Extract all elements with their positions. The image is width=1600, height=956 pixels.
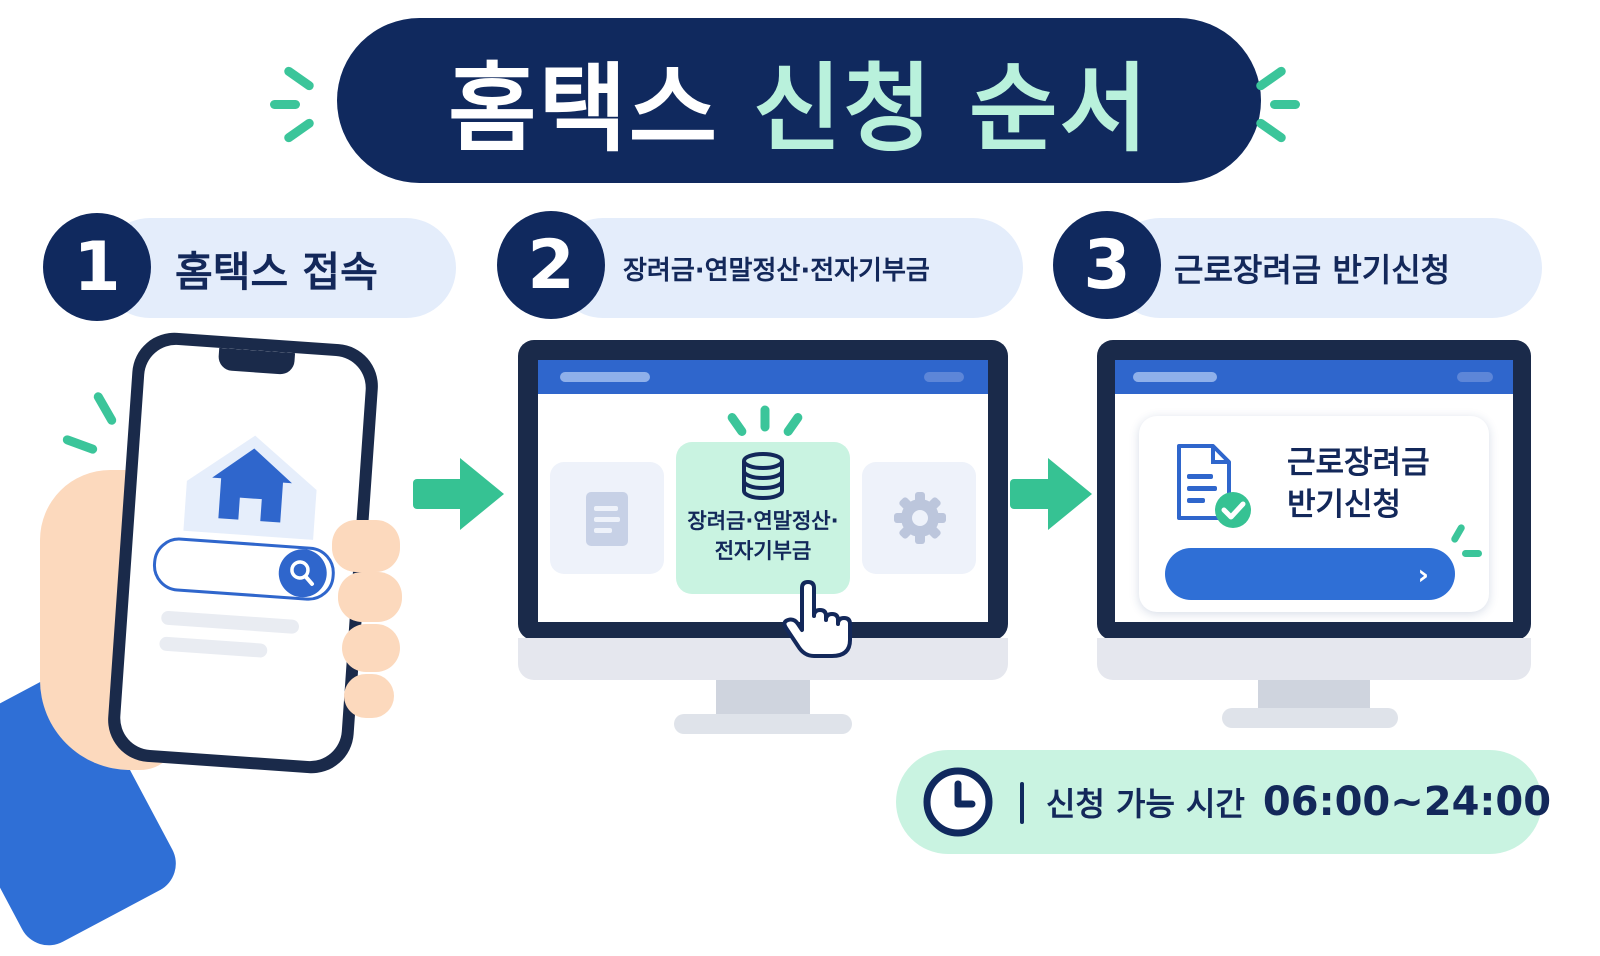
step-1-number-badge: 1 [43, 213, 151, 321]
chevron-right-icon: › [1417, 557, 1429, 591]
step-3-header: 근로장려금 반기신청 [1110, 218, 1542, 318]
search-button[interactable] [277, 547, 329, 599]
apply-button[interactable]: › [1165, 548, 1455, 600]
finger [344, 674, 394, 718]
menu-tile-label-line1: 장려금·연말정산· [687, 509, 839, 533]
monitor-base [674, 714, 852, 734]
phone-screen [118, 342, 368, 764]
monitor-screen: 근로장려금 반기신청 › [1115, 360, 1513, 622]
menu-tile-incentive[interactable]: 장려금·연말정산· 전자기부금 [676, 442, 850, 594]
application-hours-badge: 신청 가능 시간 06:00~24:00 [896, 750, 1551, 854]
hours-text: 신청 가능 시간 06:00~24:00 [1046, 750, 1551, 854]
window-titlebar [538, 360, 988, 394]
step-2-number-badge: 2 [497, 211, 605, 319]
document-icon [586, 492, 628, 546]
menu-tile-document[interactable] [550, 462, 664, 574]
placeholder-line [159, 636, 268, 658]
divider [1020, 782, 1024, 824]
monitor-step-3: 근로장려금 반기신청 › [1097, 340, 1531, 640]
monitor-stand [716, 680, 810, 716]
hours-label: 신청 가능 시간 [1046, 785, 1245, 823]
menu-tile-label-line2: 전자기부금 [714, 539, 812, 563]
window-titlebar [1115, 360, 1513, 394]
monitor-base [1222, 708, 1398, 728]
card-title-line2: 반기신청 [1287, 487, 1402, 523]
finger [342, 624, 400, 672]
pointer-hand-icon [782, 580, 852, 658]
monitor-chin [518, 638, 1008, 680]
coin-stack-icon [742, 452, 784, 500]
monitor-chin [1097, 638, 1531, 680]
application-card: 근로장려금 반기신청 › [1139, 416, 1489, 612]
menu-tile-settings[interactable] [862, 462, 976, 574]
finger [332, 520, 400, 572]
placeholder-line [160, 610, 300, 635]
monitor-screen: 장려금·연말정산· 전자기부금 [538, 360, 988, 622]
card-title-line1: 근로장려금 [1287, 445, 1430, 481]
document-check-icon [1177, 444, 1251, 528]
phone-notch [217, 347, 296, 376]
search-icon [290, 560, 315, 586]
clock-icon [923, 767, 993, 837]
house-icon [183, 435, 317, 540]
hours-value: 06:00~24:00 [1262, 779, 1552, 825]
step-2-label: 장려금·연말정산·전자기부금 [623, 255, 930, 286]
step-2-header: 장려금·연말정산·전자기부금 [553, 218, 1023, 318]
monitor-step-2: 장려금·연말정산· 전자기부금 [518, 340, 1008, 640]
title-part-order: 신청 순서 [753, 53, 1150, 165]
title-banner: 홈택스 신청 순서 [337, 18, 1261, 183]
title-part-hometax: 홈택스 [448, 53, 720, 165]
step-3-label: 근로장려금 반기신청 [1174, 251, 1451, 289]
finger [338, 572, 402, 622]
phone [105, 329, 381, 777]
step-1-header: 홈택스 접속 [100, 218, 456, 318]
step-1-label: 홈택스 접속 [175, 248, 378, 296]
gear-icon [894, 492, 946, 544]
monitor-stand [1258, 680, 1370, 710]
step-3-number-badge: 3 [1053, 211, 1161, 319]
